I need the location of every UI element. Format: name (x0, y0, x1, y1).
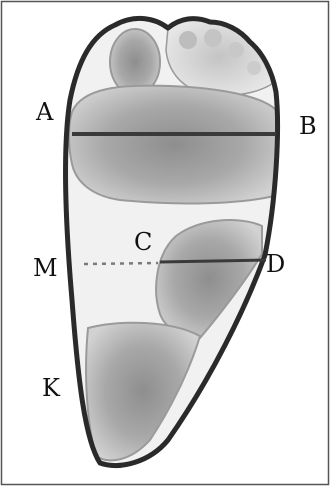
toe-spot-3 (228, 42, 244, 58)
label-k: K (42, 376, 60, 400)
toe-spot-2 (204, 29, 222, 47)
label-b: B (299, 114, 317, 138)
forefoot-band (69, 86, 280, 204)
label-d: D (266, 252, 285, 276)
toe-spot-4 (247, 61, 261, 75)
label-c: C (134, 230, 152, 254)
line-cd (160, 260, 266, 262)
label-a: A (36, 100, 53, 124)
label-m: M (33, 256, 58, 280)
toe-spot-1 (179, 31, 197, 49)
